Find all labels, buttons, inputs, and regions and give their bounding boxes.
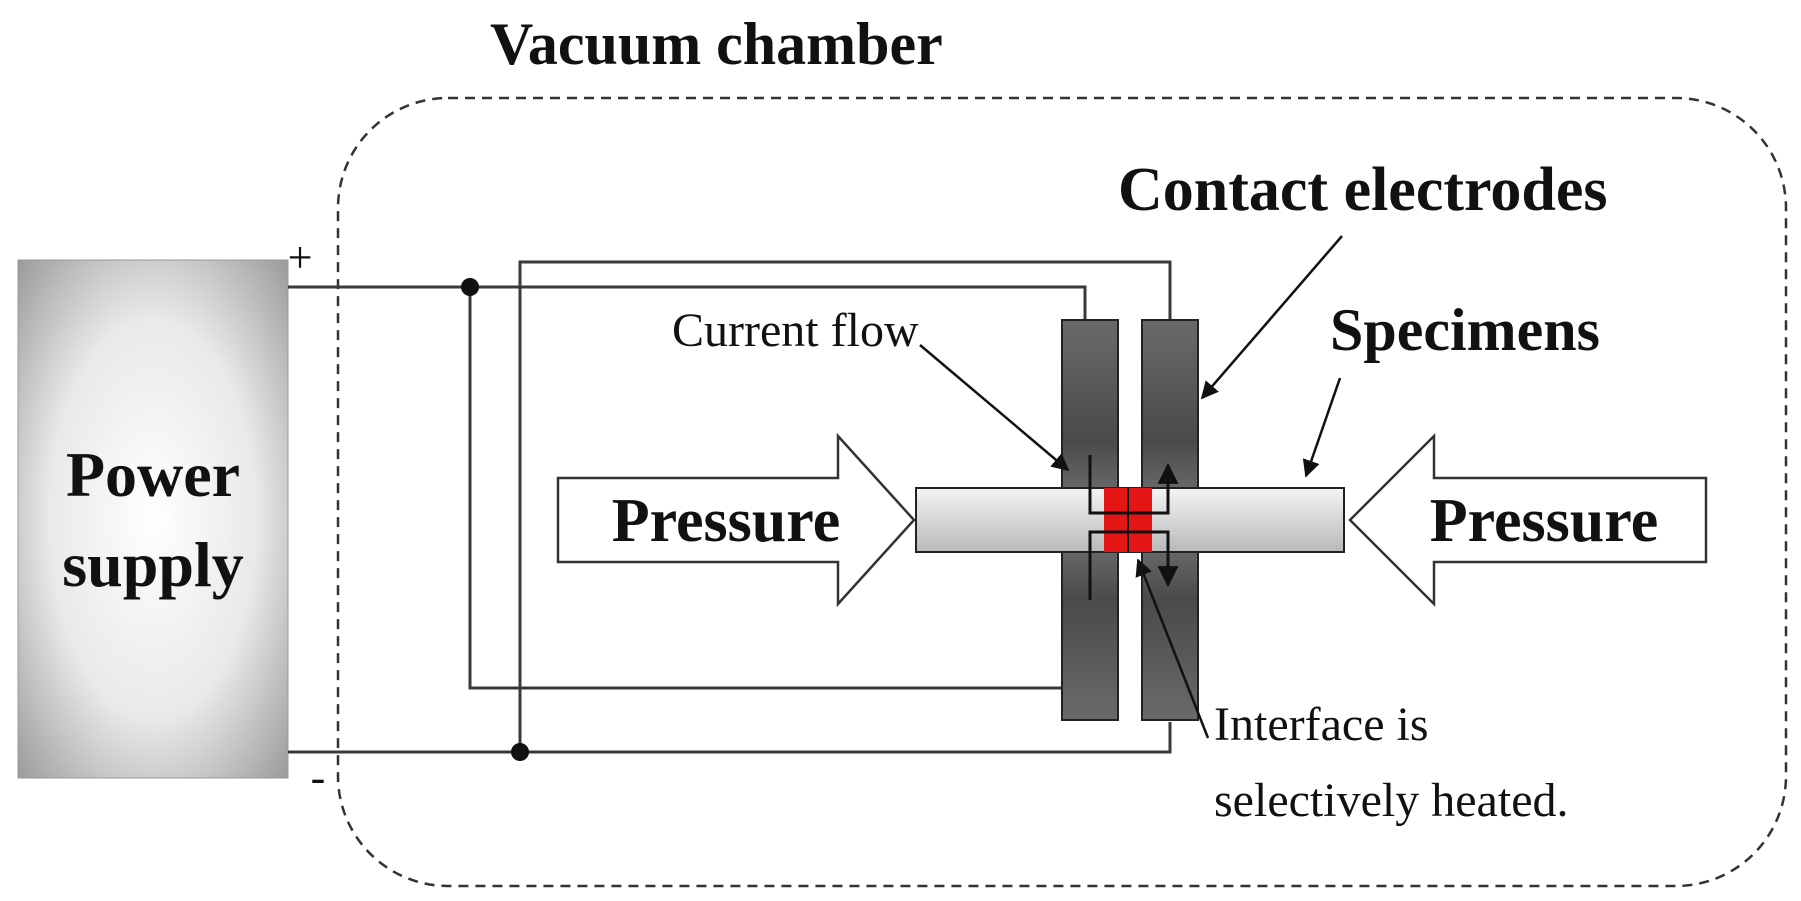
vacuum-chamber-label: Vacuum chamber bbox=[490, 11, 943, 77]
vacuum-chamber-boundary bbox=[336, 96, 1788, 888]
power-supply-label-line1: Power bbox=[66, 439, 240, 510]
interface-label-line2: selectively heated. bbox=[1214, 774, 1569, 827]
current-flow-label: Current flow bbox=[672, 304, 919, 357]
positive-terminal-sign: + bbox=[288, 233, 313, 282]
left-pressure-label: Pressure bbox=[612, 487, 840, 555]
right-pressure-arrow bbox=[1348, 432, 1708, 608]
right-pressure-label: Pressure bbox=[1430, 487, 1658, 555]
specimens-label: Specimens bbox=[1330, 297, 1600, 363]
negative-terminal-sign: - bbox=[311, 753, 326, 802]
interface-label-line1: Interface is bbox=[1214, 698, 1429, 751]
left-pressure-arrow bbox=[556, 432, 916, 608]
contact-electrodes-label: Contact electrodes bbox=[1118, 156, 1608, 224]
circuit-wires bbox=[288, 260, 1172, 754]
power-supply-box bbox=[17, 259, 289, 779]
bottom-junction-node bbox=[511, 743, 529, 761]
current-flow-paths bbox=[1088, 455, 1179, 600]
power-supply-label-line2: supply bbox=[62, 529, 243, 600]
top-junction-node bbox=[461, 278, 479, 296]
pointer-lines bbox=[919, 235, 1343, 739]
